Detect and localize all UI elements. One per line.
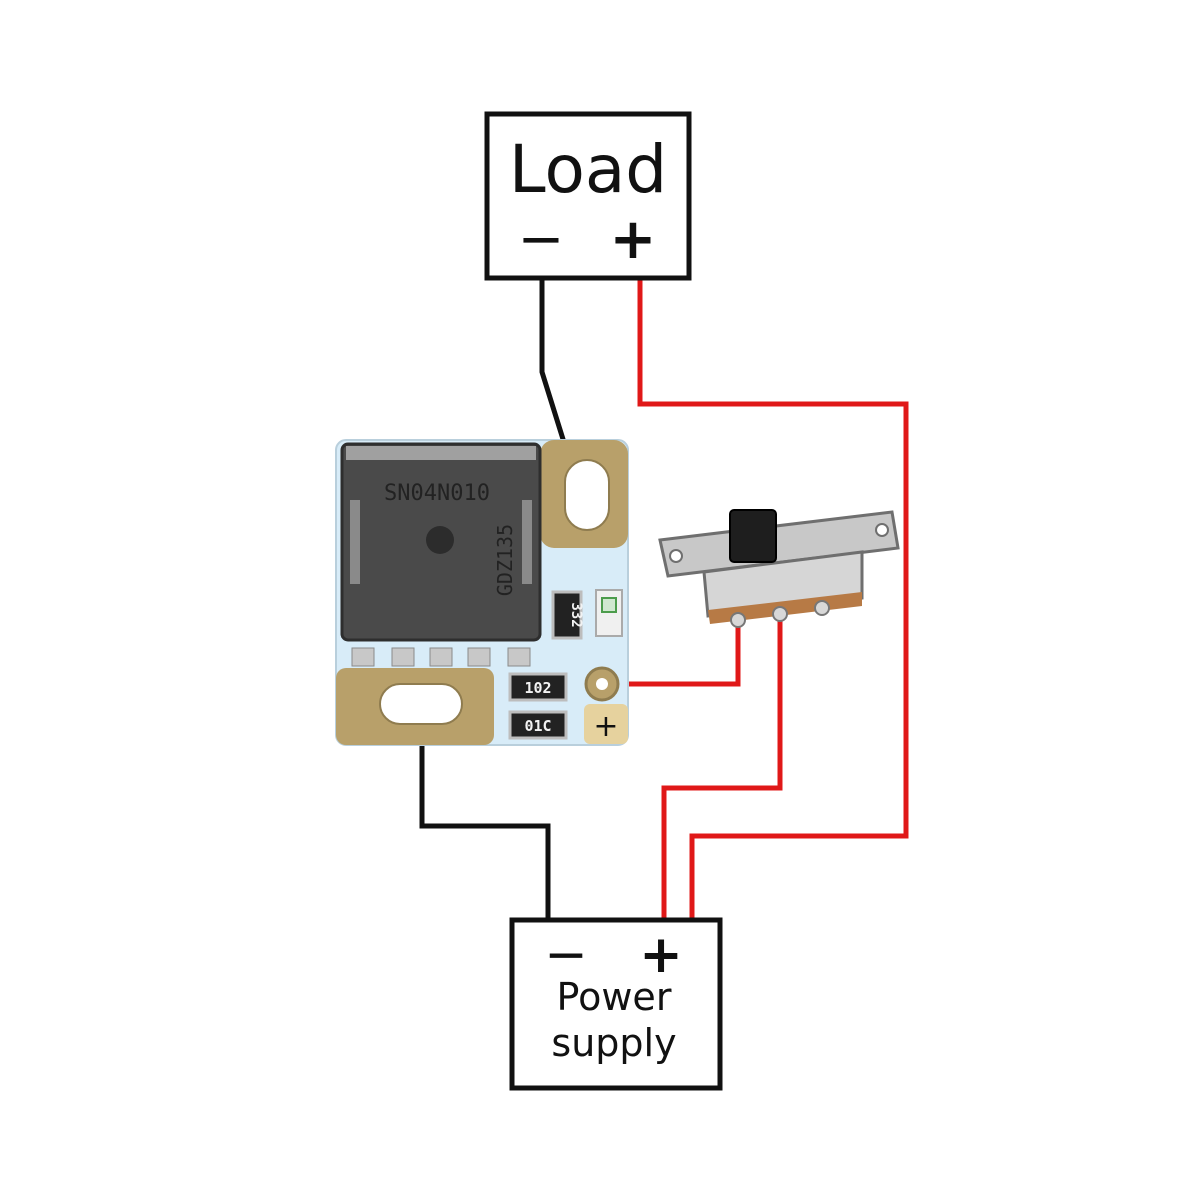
power-supply-box: − + Power supply (509, 917, 723, 1091)
load-box: Load − + (484, 111, 692, 281)
switch-bracket-hole-left (669, 549, 683, 563)
pcb-bottom-hole (379, 683, 463, 725)
supply-minus-label: − (544, 925, 588, 985)
resistor-01c-label: 01C (524, 717, 551, 735)
resistor-332-label: 332 (568, 602, 584, 627)
slide-switch-icon (658, 509, 900, 628)
supply-title-line2: supply (551, 1021, 676, 1065)
resistor-102-label: 102 (524, 679, 551, 697)
signal-pad-center (596, 678, 608, 690)
mosfet-date-code: GDZ135 (493, 524, 517, 596)
mosfet-module: SN04N010 GDZ135 332 102 01C + (335, 439, 629, 746)
pcb-top-hole (564, 459, 610, 531)
load-title: Load (509, 131, 667, 208)
mosfet-side-left (350, 500, 360, 584)
switch-bracket (658, 510, 900, 578)
wire-supply-negative (419, 712, 551, 922)
mosfet-side-right (522, 500, 532, 584)
led-die (601, 597, 617, 613)
wire-load-positive (637, 278, 909, 922)
plus-pad (584, 704, 628, 744)
wire-switch-to-supply (661, 618, 783, 922)
load-plus-label: + (610, 207, 657, 272)
switch-pin-right (814, 600, 830, 616)
switch-actuator (729, 509, 777, 563)
resistor-01c (508, 710, 568, 740)
supply-plus-label: + (639, 925, 683, 985)
supply-title-line1: Power (557, 975, 672, 1019)
switch-pin-middle (772, 606, 788, 622)
wire-signal-to-switch (602, 622, 741, 687)
plus-pad-label: + (593, 709, 618, 744)
mosfet-tab (346, 446, 536, 460)
mosfet-logo (426, 526, 454, 554)
switch-bracket-hole-right (875, 523, 889, 537)
mosfet-leads (351, 647, 531, 667)
resistor-332 (551, 590, 583, 640)
resistor-102 (508, 672, 568, 702)
switch-pin-left (730, 612, 746, 628)
load-minus-label: − (518, 207, 565, 272)
mosfet-marking: SN04N010 (384, 481, 490, 506)
